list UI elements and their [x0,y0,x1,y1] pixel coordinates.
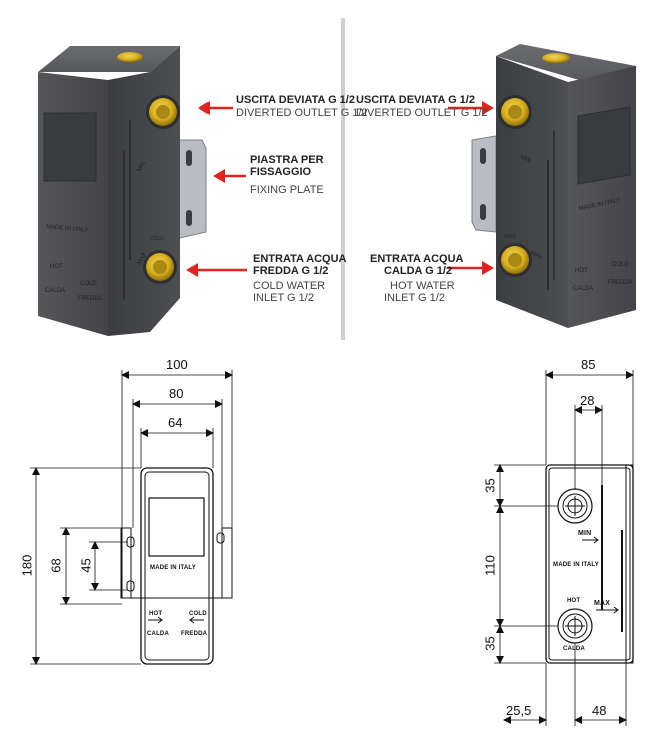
dim-48: 48 [592,703,607,718]
front-made-in-label: MADE IN ITALY [150,565,196,571]
left-outlet-label-en: DIVERTED OUTLET G 1/2 [236,107,368,119]
side-calda-label: CALDA [563,646,585,652]
hot-inlet-label-en-2: INLET G 1/2 [384,292,445,304]
dim-85: 85 [581,357,596,372]
front-calda-label: CALDA [147,631,169,637]
front-view-dimensions [30,370,233,665]
dim-68: 68 [48,558,64,573]
fixing-plate-label-en: FIXING PLATE [250,184,324,196]
dim-45: 45 [78,558,94,573]
side-view-dimensions [494,370,634,726]
front-view-drawing [120,467,233,665]
dim-64: 64 [168,415,183,430]
dim-35-bottom: 35 [482,636,498,651]
dim-25-5: 25,5 [506,703,532,718]
dim-180: 180 [19,554,35,577]
dim-100: 100 [166,357,188,372]
dim-28: 28 [580,393,595,408]
side-hot-label: HOT [567,598,581,604]
svg-text:COLD: COLD [80,281,97,287]
right-outlet-label-en: DIVERTED OUTLET G 1/2 [356,107,488,119]
hot-inlet-label-en-1: HOT WATER [390,280,455,292]
hot-inlet-label-it-1: ENTRATA ACQUA [370,253,464,265]
svg-text:FREDDA: FREDDA [608,280,633,286]
hot-inlet-label-it-2: CALDA G 1/2 [384,265,453,277]
svg-text:COLD: COLD [612,262,629,268]
cold-inlet-label-en-1: COLD WATER [253,280,326,292]
svg-text:HOT: HOT [50,264,63,270]
svg-text:FREDDA: FREDDA [78,296,103,302]
left-render-valve-body: MADE IN ITALY HOT CALDA COLD FREDDA MIN … [38,46,207,336]
svg-text:CALDA: CALDA [45,288,65,294]
svg-text:HOT: HOT [505,234,516,240]
fixing-plate-label-it-2: FISSAGGIO [250,166,312,178]
front-cold-label: COLD [189,611,207,617]
right-render-valve-body: MIN MAX HOT MADE IN ITALY HOT CALDA COLD… [471,44,636,328]
fixing-plate-label-it-1: PIASTRA PER [250,154,324,166]
svg-text:MIN: MIN [519,154,532,164]
front-fredda-label: FREDDA [181,631,208,637]
side-made-in-label: MADE IN ITALY [553,562,599,568]
svg-text:MADE IN ITALY: MADE IN ITALY [46,224,89,234]
svg-text:MIN: MIN [137,160,148,173]
cold-inlet-label-en-2: INLET G 1/2 [253,292,314,304]
cold-inlet-label-it-2: FREDDA G 1/2 [253,265,329,277]
front-hot-label: HOT [149,611,163,617]
svg-text:HOT: HOT [575,268,588,274]
side-min-label: MIN [578,530,592,537]
section-divider [341,18,345,340]
svg-text:MAX: MAX [137,252,149,266]
side-max-label: MAX [594,600,611,607]
dim-110: 110 [482,555,498,576]
side-view-drawing [545,464,634,664]
right-outlet-label-it: USCITA DEVIATA G 1/2 [356,94,475,106]
red-arrows-left [186,101,247,277]
red-arrows-right [448,101,494,275]
svg-text:CALDA: CALDA [573,286,593,292]
dim-35-top: 35 [482,478,498,493]
cold-inlet-label-it-1: ENTRATA ACQUA [253,253,347,265]
left-outlet-label-it: USCITA DEVIATA G 1/2 [236,94,355,106]
svg-text:COLD: COLD [150,236,164,242]
svg-text:MAX: MAX [529,250,543,261]
dim-80: 80 [169,386,184,401]
